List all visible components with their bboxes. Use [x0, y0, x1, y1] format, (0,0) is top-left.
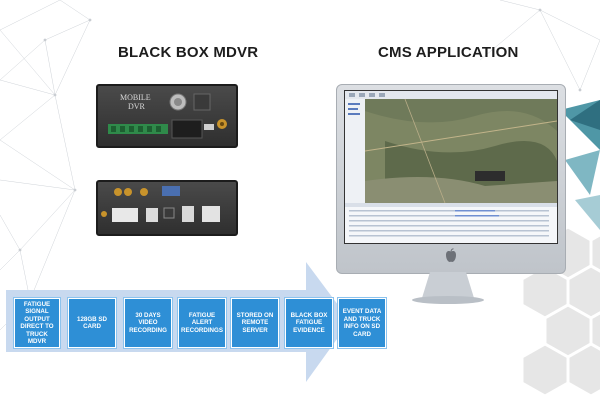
step-30-days-recording: 30 DAYS VIDEO RECORDING — [124, 298, 172, 348]
cms-screenshot-icon — [345, 91, 557, 243]
mdvr-front-image: MOBILE DVR — [96, 84, 238, 148]
device-label-mobile: MOBILE — [120, 93, 151, 102]
cms-screen — [344, 90, 558, 244]
left-title: BLACK BOX MDVR — [118, 44, 259, 61]
device-back-ports-icon — [101, 186, 220, 222]
mdvr-back-image — [96, 180, 238, 236]
step-event-data-truck-info: EVENT DATA AND TRUCK INFO ON SD CARD — [338, 298, 386, 348]
step-fatigue-alert-recordings: FATIGUE ALERT RECORDINGS — [178, 298, 226, 348]
device-front-details-icon — [108, 93, 227, 139]
right-title: CMS APPLICATION — [378, 44, 519, 61]
step-stored-on-remote-server: STORED ON REMOTE SERVER — [231, 298, 279, 348]
apple-logo-icon — [446, 248, 456, 262]
device-label-dvr: DVR — [128, 102, 145, 111]
step-128gb-sd-card: 128GB SD CARD — [68, 298, 116, 348]
step-black-box-fatigue-evidence: BLACK BOX FATIGUE EVIDENCE — [285, 298, 333, 348]
step-fatigue-signal-output: FATIGUE SIGNAL OUTPUT DIRECT TO TRUCK MD… — [14, 298, 60, 348]
